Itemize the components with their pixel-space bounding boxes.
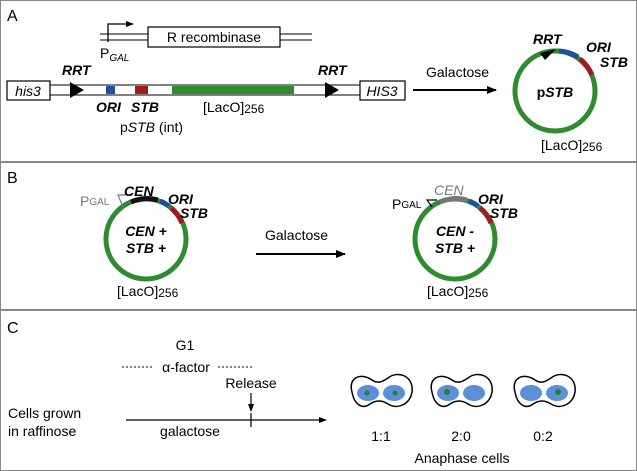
cell-3-dot-right xyxy=(555,389,561,395)
anaphase-cell-3 xyxy=(513,373,576,408)
left-ori-arc xyxy=(159,198,171,209)
panel-c-letter: C xyxy=(7,320,19,337)
laco-block xyxy=(172,86,294,94)
cell-1-dot-left xyxy=(364,390,370,396)
left-status-line1: CEN + xyxy=(125,223,167,239)
galactose-label-c: galactose xyxy=(160,423,220,439)
plasmid-stb-label: STB xyxy=(600,54,628,70)
his3-right-label: HIS3 xyxy=(366,83,397,99)
promoter-label: PGAL xyxy=(100,45,129,64)
ratio-label-2: 2:0 xyxy=(451,428,471,444)
plasmid-pstb-label: pSTB xyxy=(537,84,574,100)
right-ori-label: ORI xyxy=(478,191,504,207)
release-label: Release xyxy=(225,375,277,391)
right-status-line1: CEN - xyxy=(436,223,474,239)
right-stb-label: STB xyxy=(490,205,518,221)
right-cen-label: CEN xyxy=(434,182,464,198)
plasmid-rrt-label: RRT xyxy=(533,31,563,47)
panel-b: B PGAL CEN ORI STB CEN + STB + [LacO]256… xyxy=(0,162,637,310)
galactose-label-b: Galactose xyxy=(265,227,328,243)
right-cen-arc xyxy=(438,196,468,205)
pstb-plasmid-circle xyxy=(512,48,598,134)
his3-right-box xyxy=(359,80,406,101)
cell-2-nucleus-right xyxy=(463,385,485,401)
panel-a-letter: A xyxy=(7,8,18,25)
ori-block xyxy=(106,86,115,94)
rrt-left-triangle-icon xyxy=(70,82,84,98)
cell-2-dot-left xyxy=(444,389,450,395)
cells-grown-line2: in raffinose xyxy=(8,423,76,439)
left-pgal-label: PGAL xyxy=(80,193,110,209)
cell-3-nucleus-left xyxy=(520,385,542,401)
rrt-right-label: RRT xyxy=(318,62,348,78)
panel-c: C G1 α-factor Release Cells grown in raf… xyxy=(0,310,637,471)
his3-left-label: his3 xyxy=(15,83,41,99)
cells-grown-line1: Cells grown xyxy=(8,405,81,421)
ratio-label-1: 1:1 xyxy=(371,428,391,444)
plasmid-ori-arc xyxy=(558,48,580,60)
right-pgal-label: PGAL xyxy=(392,196,422,212)
left-cen-label: CEN xyxy=(124,183,154,199)
cell-1-dot-right xyxy=(392,390,398,396)
ratio-label-3: 0:2 xyxy=(533,428,553,444)
stb-label: STB xyxy=(131,99,159,115)
right-stb-arc xyxy=(478,206,494,225)
left-status-line2: STB + xyxy=(126,240,166,256)
his3-left-box xyxy=(6,80,51,101)
alpha-factor-label: α-factor xyxy=(162,359,210,375)
pstb-int-label: pSTB (int) xyxy=(120,119,183,135)
laco-label: [LacO]256 xyxy=(203,99,265,116)
anaphase-cell-1 xyxy=(350,373,413,408)
plasmid-laco-label: [LacO]256 xyxy=(541,137,603,154)
right-status-line2: STB + xyxy=(435,240,475,256)
panel-a: A R recombinase PGAL his3 HIS3 RRT RRT O… xyxy=(0,0,637,162)
g1-label: G1 xyxy=(176,337,195,353)
stb-block xyxy=(135,86,148,94)
left-stb-arc xyxy=(169,206,185,225)
promoter-arrow-icon xyxy=(107,21,134,42)
right-ori-arc xyxy=(468,198,480,209)
left-stb-label: STB xyxy=(180,205,208,221)
right-laco-label: [LacO]256 xyxy=(427,283,489,300)
left-pgal-arrow-icon xyxy=(117,194,126,208)
right-pgal-arrow-icon xyxy=(425,199,437,208)
plasmid-ori-label: ORI xyxy=(586,39,612,55)
anaphase-cell-2 xyxy=(430,373,493,408)
left-cen-arc xyxy=(129,196,159,205)
plasmid-stb-arc xyxy=(578,57,595,77)
anaphase-cells-label: Anaphase cells xyxy=(415,450,510,466)
panel-b-letter: B xyxy=(7,170,18,187)
left-ori-label: ORI xyxy=(168,191,194,207)
recombinase-box xyxy=(147,26,281,48)
left-laco-label: [LacO]256 xyxy=(117,283,179,300)
plasmid-rrt-triangle-icon xyxy=(540,49,556,60)
ori-label: ORI xyxy=(96,99,122,115)
rrt-left-label: RRT xyxy=(62,62,92,78)
galactose-label-a: Galactose xyxy=(426,64,489,80)
rrt-right-triangle-icon xyxy=(325,82,339,98)
recombinase-label: R recombinase xyxy=(167,29,261,45)
